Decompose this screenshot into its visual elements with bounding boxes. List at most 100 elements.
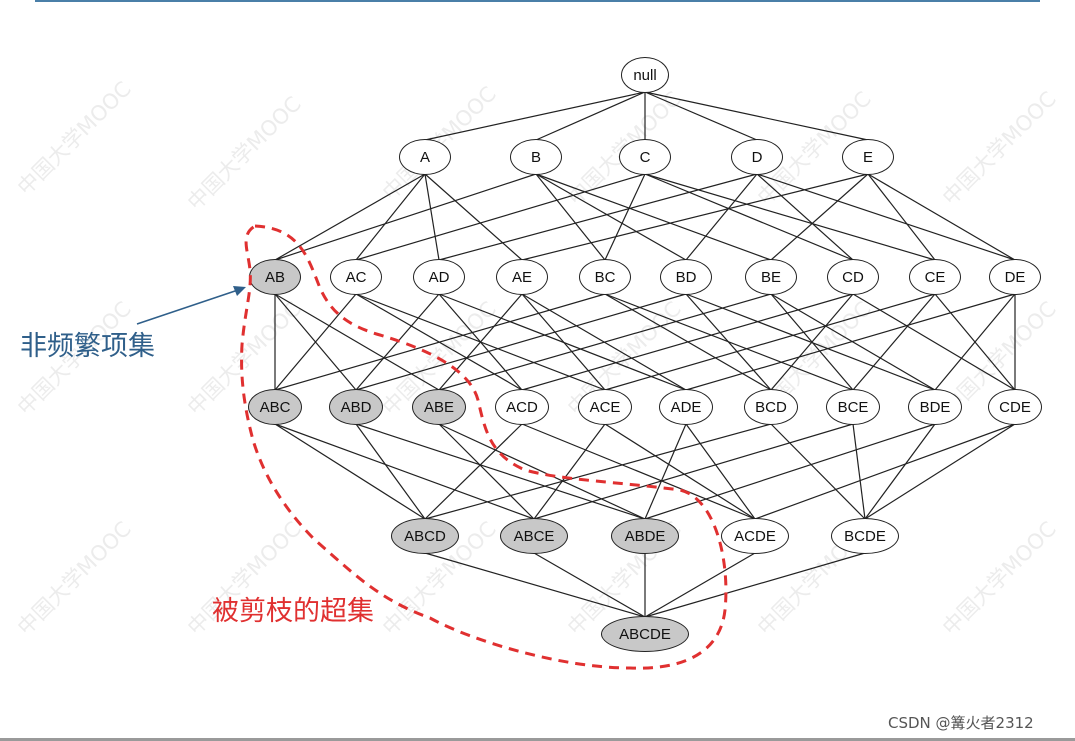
edge-ade-abde	[644, 423, 687, 520]
itemset-node-be: BE	[745, 259, 797, 295]
edge-bcd-bcde	[770, 423, 866, 520]
edge-e-ce	[867, 173, 936, 261]
itemset-node-bd: BD	[660, 259, 712, 295]
edge-d-cd	[756, 173, 854, 261]
edge-e-ae	[521, 173, 869, 261]
itemset-node-abcd: ABCD	[391, 518, 459, 554]
pruned-boundary	[240, 224, 728, 670]
top-rule	[35, 0, 1040, 2]
itemset-node-ae: AE	[496, 259, 548, 295]
infrequent-arrow	[136, 289, 239, 325]
edge-a-ad	[424, 173, 440, 261]
edge-b-ab	[274, 173, 537, 261]
edge-cde-bcde	[864, 423, 1016, 520]
bottom-rule	[0, 738, 1075, 741]
edge-bcde-abcde	[644, 552, 866, 618]
itemset-node-ac: AC	[330, 259, 382, 295]
edge-d-ad	[438, 173, 758, 261]
edge-abe-abce	[438, 423, 535, 520]
edge-cd-cde	[852, 293, 1016, 391]
edge-bde-abde	[644, 423, 936, 520]
edge-bd-bde	[685, 293, 936, 391]
edge-e-de	[867, 173, 1016, 261]
edge-a-ac	[355, 173, 426, 261]
itemset-node-ad: AD	[413, 259, 465, 295]
edge-acd-abcd	[424, 423, 523, 520]
edge-ce-bce	[852, 293, 936, 391]
edge-bcd-abcd	[424, 423, 772, 520]
edge-b-bc	[535, 173, 606, 261]
itemset-node-abde: ABDE	[611, 518, 679, 554]
edge-abc-abcd	[274, 423, 426, 520]
infrequent-itemset-label: 非频繁项集	[20, 331, 155, 362]
edge-a-ae	[424, 173, 523, 261]
edge-b-be	[535, 173, 772, 261]
edge-bde-bcde	[864, 423, 936, 520]
itemset-node-null: null	[621, 57, 669, 93]
itemset-node-abcde: ABCDE	[601, 616, 689, 652]
edge-acd-acde	[521, 423, 756, 520]
edge-c-cd	[644, 173, 854, 261]
itemset-node-bcde: BCDE	[831, 518, 899, 554]
itemset-node-d: D	[731, 139, 783, 175]
pruned-supersets-label: 被剪枝的超集	[212, 596, 374, 627]
itemset-node-bcd: BCD	[744, 389, 798, 425]
edge-ab-abd	[274, 293, 357, 391]
itemset-node-bde: BDE	[908, 389, 962, 425]
edge-d-bd	[685, 173, 758, 261]
edge-ace-abce	[533, 423, 606, 520]
edge-ae-ade	[521, 293, 687, 391]
edge-null-b	[535, 91, 646, 141]
edge-ad-ade	[438, 293, 687, 391]
edge-b-bd	[535, 173, 687, 261]
edge-acde-abcde	[644, 552, 756, 618]
edge-c-ce	[644, 173, 936, 261]
credit-text: CSDN @篝火者2312	[888, 714, 1034, 732]
edge-de-ade	[685, 293, 1016, 391]
edge-e-be	[770, 173, 869, 261]
edge-ac-acd	[355, 293, 523, 391]
edge-c-bc	[604, 173, 646, 261]
itemset-node-abc: ABC	[248, 389, 302, 425]
itemset-node-bc: BC	[579, 259, 631, 295]
itemset-node-abe: ABE	[412, 389, 466, 425]
edge-bce-abce	[533, 423, 854, 520]
edge-c-ac	[355, 173, 646, 261]
edge-bce-bcde	[852, 423, 866, 520]
edge-a-ab	[274, 173, 426, 261]
edge-bc-bcd	[604, 293, 772, 391]
edge-ace-acde	[604, 423, 756, 520]
edge-cde-acde	[754, 423, 1016, 520]
edge-null-a	[424, 91, 646, 141]
edge-ce-cde	[934, 293, 1016, 391]
itemset-node-ab: AB	[249, 259, 301, 295]
itemset-node-b: B	[510, 139, 562, 175]
itemset-node-cde: CDE	[988, 389, 1042, 425]
edge-abc-abce	[274, 423, 535, 520]
itemset-node-ade: ADE	[659, 389, 713, 425]
itemset-node-a: A	[399, 139, 451, 175]
edge-ab-abe	[274, 293, 440, 391]
infrequent-arrowhead	[233, 286, 246, 296]
itemset-node-e: E	[842, 139, 894, 175]
edge-ade-acde	[685, 423, 756, 520]
edge-bc-bce	[604, 293, 854, 391]
edge-abd-abde	[355, 423, 646, 520]
edge-abcd-abcde	[424, 552, 646, 618]
edge-null-d	[644, 91, 758, 141]
itemset-node-c: C	[619, 139, 671, 175]
edge-abd-abcd	[355, 423, 426, 520]
itemset-node-abd: ABD	[329, 389, 383, 425]
itemset-node-acde: ACDE	[721, 518, 789, 554]
edge-abce-abcde	[533, 552, 646, 618]
itemset-node-ce: CE	[909, 259, 961, 295]
itemset-node-ace: ACE	[578, 389, 632, 425]
itemset-node-acd: ACD	[495, 389, 549, 425]
itemset-node-bce: BCE	[826, 389, 880, 425]
itemset-node-abce: ABCE	[500, 518, 568, 554]
itemset-node-cd: CD	[827, 259, 879, 295]
edge-d-de	[756, 173, 1016, 261]
edge-ac-ace	[355, 293, 606, 391]
